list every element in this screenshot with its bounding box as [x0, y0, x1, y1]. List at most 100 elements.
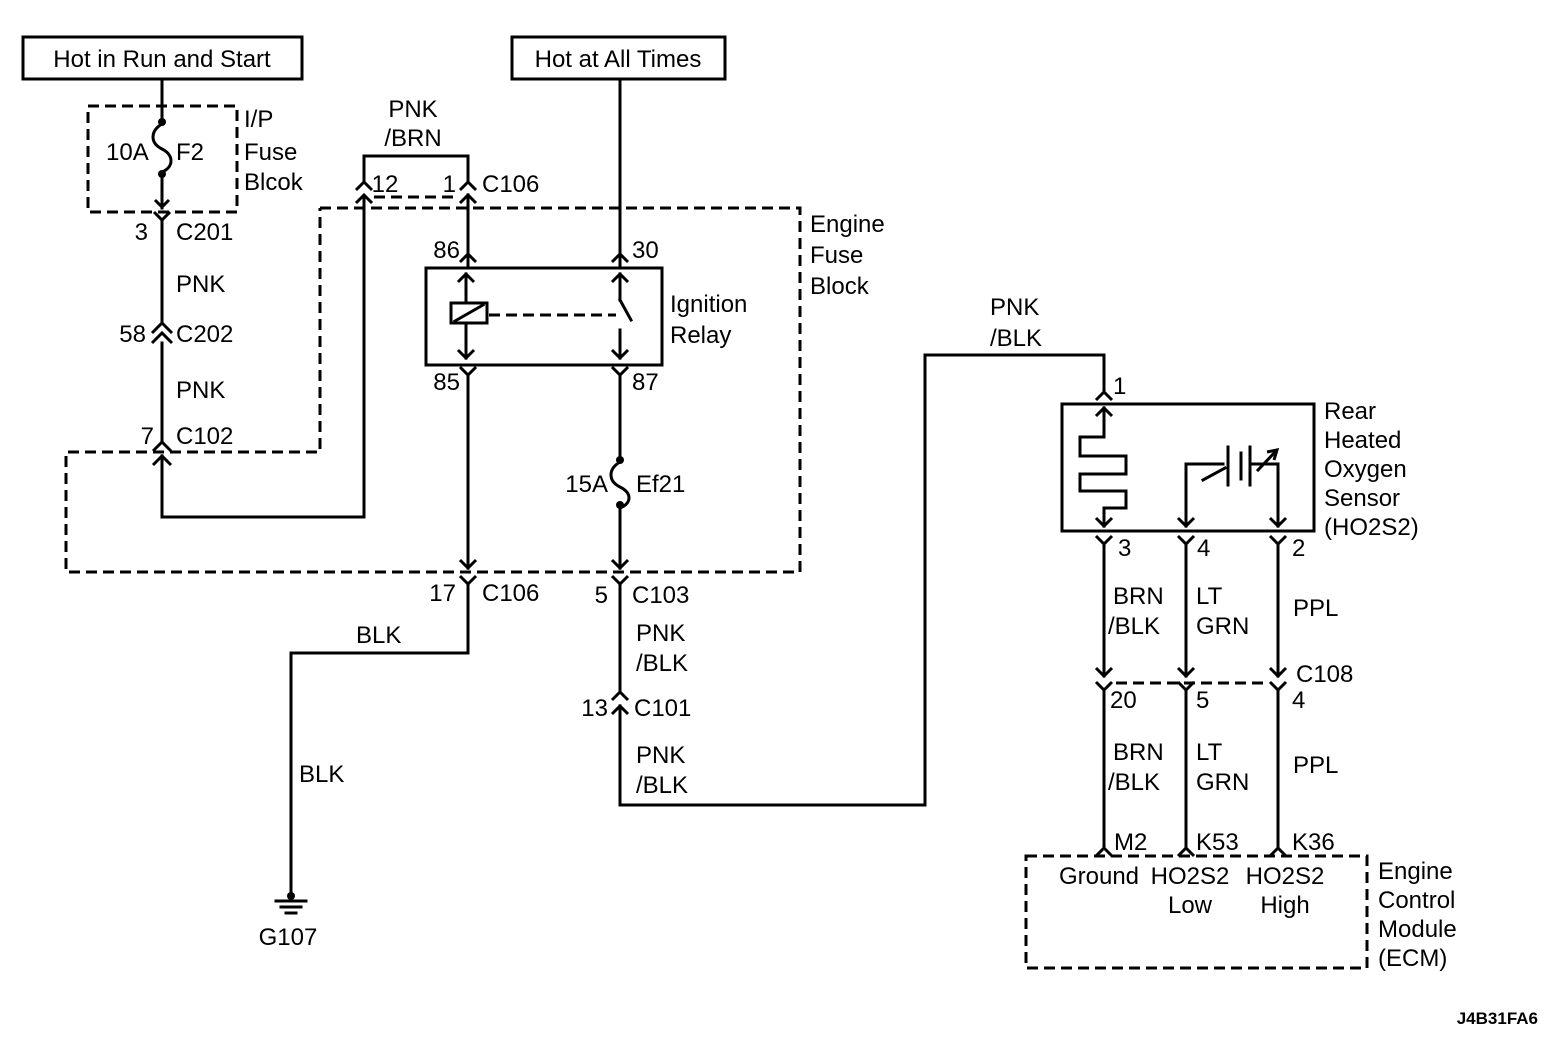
- relay-pin87-label: 87: [632, 369, 659, 396]
- sensor-pin3-label: 3: [1118, 535, 1131, 562]
- fuse-ef21-name: Ef21: [636, 471, 685, 498]
- sensor-label-1: Rear: [1324, 398, 1376, 425]
- sensor-label-4: Sensor: [1324, 485, 1400, 512]
- pin-arrow-down: [153, 198, 171, 210]
- relay-coil-diagonal: [452, 302, 486, 324]
- wire-label-pnk-blk-a2: /BLK: [636, 650, 688, 677]
- sensor-pin4-label: 4: [1197, 535, 1210, 562]
- connector-c108-pin4: 4: [1292, 687, 1305, 714]
- connector-c201-label: C201: [176, 219, 233, 246]
- ecm-ho2s2-low-label-2: Low: [1168, 892, 1213, 919]
- connector-c101-symbol: [610, 689, 630, 702]
- o2-sensor-box: [1060, 402, 1316, 533]
- ip-fuse-block-label-3: Blcok: [244, 169, 304, 196]
- ecm-pin-k36-symbol: [1268, 845, 1288, 858]
- sensor-variable-arrowhead: [1266, 448, 1280, 461]
- connector-c106-pin17: 17: [429, 580, 456, 607]
- wire-label-brn-blk-a1: BRN: [1113, 583, 1164, 610]
- ip-fuse-block-label-1: I/P: [244, 106, 273, 133]
- ecm-label-2: Control: [1378, 887, 1455, 914]
- wire-label-pnk-1: PNK: [176, 271, 225, 298]
- ecm-outline: [1024, 854, 1369, 970]
- wire-label-ltgrn-a2: GRN: [1196, 613, 1249, 640]
- figure-id: J4B31FA6: [1457, 1009, 1538, 1028]
- fuse-ef21-rating: 15A: [565, 471, 608, 498]
- pin-arrow-down: [610, 558, 630, 571]
- fuse-f2-symbol: [151, 121, 173, 174]
- ecm-pin-m2-symbol: [1094, 845, 1114, 858]
- wire-label-pnk-blk-c2: /BLK: [990, 325, 1042, 352]
- ecm-ho2s2-low-label-1: HO2S2: [1151, 863, 1230, 890]
- wire-label-ltgrn-a1: LT: [1196, 583, 1223, 610]
- fuse-ef21-bottom-node: [616, 501, 624, 509]
- wire-label-pnk-blk-b2: /BLK: [636, 772, 688, 799]
- wire-label-ltgrn-b1: LT: [1196, 739, 1223, 766]
- sensor-pin1-label: 1: [1113, 373, 1126, 400]
- wire-blk-to-ground: [289, 582, 470, 900]
- connector-c106-pin1: 1: [443, 171, 456, 198]
- fuse-f2-rating: 10A: [106, 139, 149, 166]
- ecm-ground-label: Ground: [1059, 863, 1139, 890]
- relay-label-1: Ignition: [670, 291, 747, 318]
- pin-arrow-down: [1268, 666, 1288, 679]
- pin-arrow-up: [456, 271, 476, 284]
- sensor-pin1-symbol: [1094, 389, 1114, 402]
- connector-c101-label: C101: [634, 695, 691, 722]
- pin-arrow-down: [610, 348, 630, 361]
- connector-c106-pin12: 12: [372, 171, 399, 198]
- pin-arrow-down: [456, 348, 476, 361]
- connector-c102-label: C102: [176, 423, 233, 450]
- ecm-pin-k53-label: K53: [1196, 829, 1239, 856]
- connector-c106-pin1-symbol: [458, 179, 478, 192]
- sensor-label-3: Oxygen: [1324, 456, 1407, 483]
- sensor-cell-wire: [1184, 462, 1225, 528]
- wire-label-pnk-brn-1: PNK: [388, 96, 437, 123]
- wire-label-pnk-blk-b1: PNK: [636, 742, 685, 769]
- connector-c108-label: C108: [1296, 661, 1353, 688]
- ecm-ho2s2-high-label-2: High: [1260, 892, 1309, 919]
- connector-c201-pin: 3: [135, 219, 148, 246]
- ecm-label-4: (ECM): [1378, 945, 1447, 972]
- connector-c202-pin: 58: [119, 321, 146, 348]
- wire-label-pnk-brn-2: /BRN: [384, 125, 441, 152]
- wire-pnk-brn-loop: [362, 154, 470, 184]
- sensor-cell-diagonal: [1200, 465, 1228, 483]
- relay-pin86-symbol: [458, 251, 478, 264]
- wire-label-pnk-blk-a1: PNK: [636, 620, 685, 647]
- connector-c202-symbol: [150, 330, 174, 345]
- connector-c106-pin12-symbol: [354, 179, 374, 192]
- engine-fuse-block-label-1: Engine: [810, 211, 885, 238]
- fuse-ef21-symbol: [609, 459, 631, 510]
- ignition-relay-box: [424, 266, 664, 367]
- pin-arrow-down: [1176, 666, 1196, 679]
- pin-arrow-down: [1268, 516, 1288, 529]
- ecm-ho2s2-high-label-1: HO2S2: [1246, 863, 1325, 890]
- power-label-run-start: Hot in Run and Start: [53, 46, 271, 73]
- ecm-label-1: Engine: [1378, 858, 1453, 885]
- heater-element-icon: [1078, 406, 1128, 528]
- pin-arrow-down: [458, 558, 478, 571]
- connector-c202-symbol: [150, 320, 174, 335]
- connector-c106-bottom-label: C106: [482, 580, 539, 607]
- wire-label-pnk-2: PNK: [176, 377, 225, 404]
- relay-label-2: Relay: [670, 322, 731, 349]
- ecm-pin-m2-label: M2: [1114, 829, 1147, 856]
- relay-pin86-label: 86: [433, 237, 460, 264]
- wire-label-ppl-b: PPL: [1293, 752, 1338, 779]
- relay-pin85-label: 85: [433, 369, 460, 396]
- pin-arrow-up: [354, 192, 374, 205]
- ip-fuse-block-label-2: Fuse: [244, 139, 297, 166]
- wire-label-blk-1: BLK: [356, 622, 401, 649]
- wire-label-blk-2: BLK: [299, 761, 344, 788]
- wire-label-brn-blk-b1: BRN: [1113, 739, 1164, 766]
- pin-arrow-down: [1176, 516, 1196, 529]
- ground-node: [287, 892, 295, 900]
- connector-c102-pin: 7: [141, 423, 154, 450]
- fuse-f2-name: F2: [176, 139, 204, 166]
- connector-c101-pin: 13: [581, 695, 608, 722]
- relay-switch-icon: [617, 297, 634, 323]
- sensor-variable-arrow: [1255, 448, 1279, 473]
- wire-pnk-blk-to-sensor: [618, 353, 1106, 807]
- wire-label-ltgrn-b2: GRN: [1196, 769, 1249, 796]
- connector-c102-symbol: [151, 439, 173, 453]
